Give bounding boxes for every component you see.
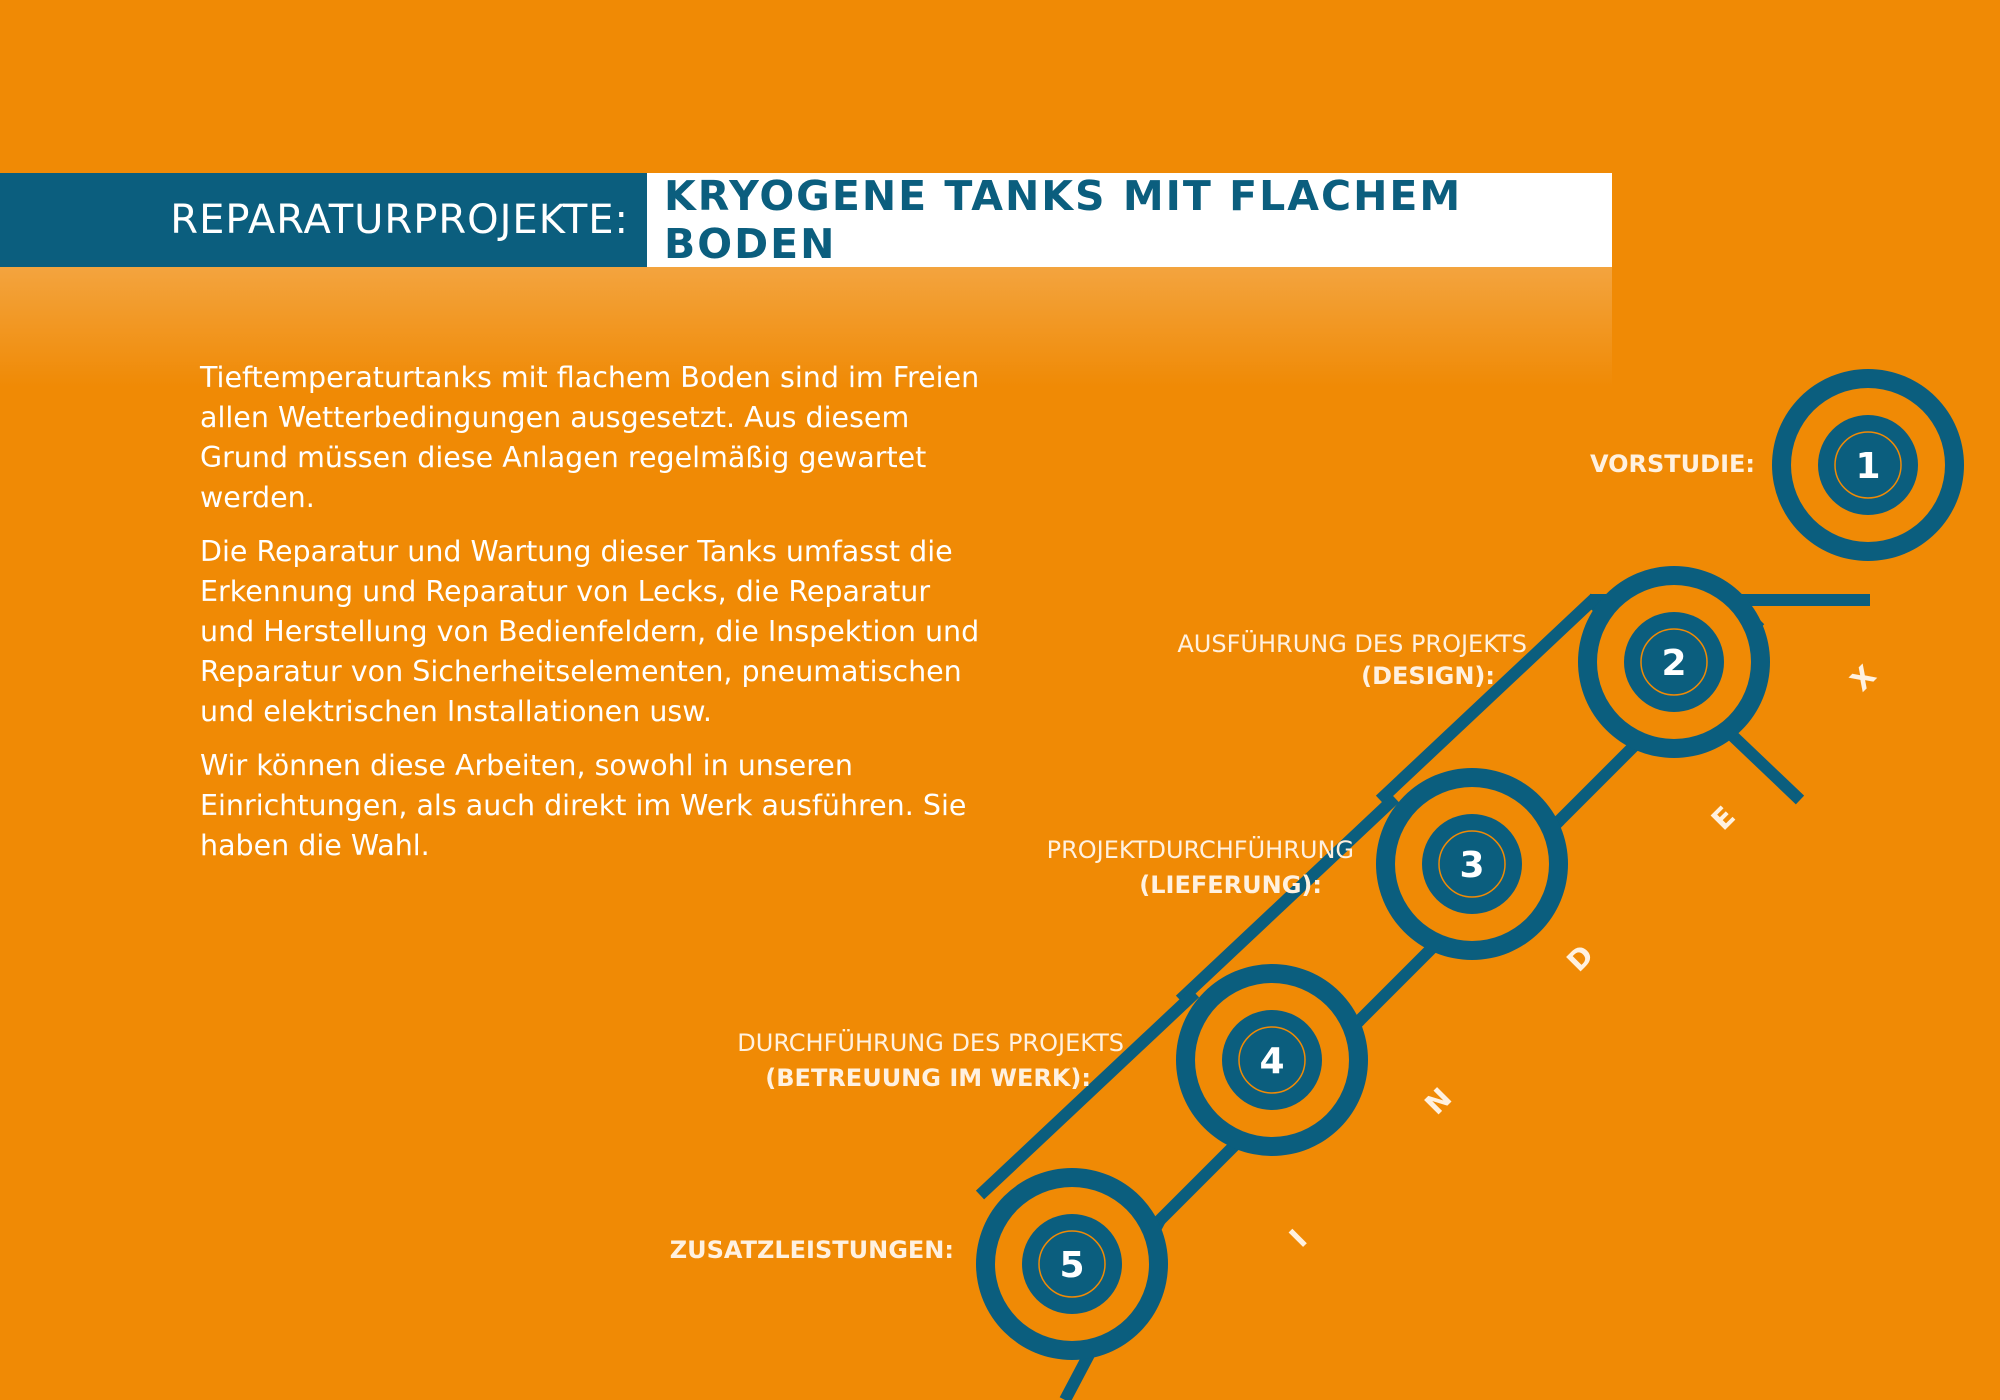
step-inner-disc: [1818, 415, 1918, 515]
step-label-line1: ZUSATZLEISTUNGEN:: [670, 1236, 954, 1264]
header-right-block: KRYOGENE TANKS MIT FLACHEM BODEN: [647, 172, 1612, 268]
intro-paragraph-2: Die Reparatur und Wartung dieser Tanks u…: [200, 535, 980, 728]
step-thin-ring: [1640, 628, 1708, 696]
step-label-line1: PROJEKTDURCHFÜHRUNG: [1047, 835, 1354, 864]
step-label-line2: (BETREUUNG IM WERK):: [765, 1064, 1091, 1092]
index-letter: N: [1418, 1081, 1458, 1121]
step-number: 1: [1855, 446, 1880, 487]
index-letters: I N D E X: [1283, 659, 1883, 1254]
intro-text: Tieftemperaturtanks mit flachem Boden si…: [200, 358, 980, 880]
header-shadow: [0, 267, 1612, 387]
step-labels: VORSTUDIE: AUSFÜHRUNG DES PROJEKTS (DESIGN…: [670, 450, 1755, 1264]
header-left-title: REPARATURPROJEKTE:: [170, 197, 629, 243]
intro-paragraph-3: Wir können diese Arbeiten, sowohl in uns…: [200, 749, 967, 862]
index-letter: D: [1560, 938, 1600, 978]
step-inner-disc: [1422, 814, 1522, 914]
step-inner-disc: [1022, 1214, 1122, 1314]
step-5: 5: [976, 1168, 1168, 1360]
step-inner-disc: [1222, 1010, 1322, 1110]
step-circles: 1 2 3 4 5: [976, 369, 1964, 1360]
step-3: 3: [1376, 768, 1568, 960]
connector-band: [1375, 593, 1600, 805]
connector-band: [1175, 793, 1400, 1005]
header-right-title: KRYOGENE TANKS MIT FLACHEM BODEN: [664, 172, 1463, 268]
step-label-line1: AUSFÜHRUNG DES PROJEKTS: [1177, 629, 1527, 658]
step-inner-disc: [1624, 612, 1724, 712]
step-number: 5: [1059, 1245, 1084, 1286]
step-label-line1: VORSTUDIE:: [1590, 450, 1755, 478]
step-label-line1: DURCHFÜHRUNG DES PROJEKTS: [737, 1028, 1124, 1057]
intro-paragraph-1: Tieftemperaturtanks mit flachem Boden si…: [200, 361, 980, 514]
header-band: REPARATURPROJEKTE: KRYOGENE TANKS MIT FL…: [0, 172, 1612, 268]
header-left-block: REPARATURPROJEKTE:: [0, 173, 647, 267]
step-thin-ring: [1038, 1230, 1106, 1298]
index-letter: X: [1844, 659, 1883, 698]
index-letter: E: [1705, 800, 1742, 837]
step-label-line2: (LIEFERUNG):: [1139, 871, 1322, 899]
step-number: 2: [1661, 643, 1686, 684]
step-number: 3: [1459, 845, 1484, 886]
step-thin-ring: [1438, 830, 1506, 898]
step-2: 2: [1578, 566, 1770, 758]
step-4: 4: [1176, 964, 1368, 1156]
step-1: 1: [1772, 369, 1964, 561]
index-letter: I: [1283, 1223, 1314, 1254]
step-number: 4: [1259, 1041, 1284, 1082]
step-thin-ring: [1238, 1026, 1306, 1094]
connector-band: [975, 988, 1200, 1200]
step-thin-ring: [1834, 431, 1902, 499]
step-label-line2: (DESIGN):: [1361, 662, 1495, 690]
